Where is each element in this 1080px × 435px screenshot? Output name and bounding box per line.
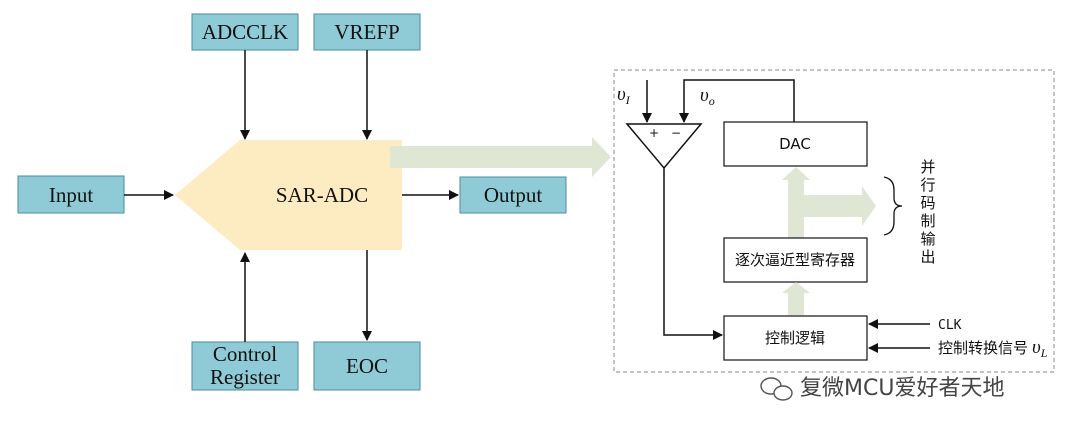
svg-text:制: 制	[920, 212, 935, 230]
svg-text:控制转换信号: 控制转换信号	[938, 339, 1028, 357]
eoc-box: EOC	[313, 341, 421, 391]
svg-text:出: 出	[920, 248, 935, 266]
svg-text:输: 输	[920, 230, 935, 248]
parallel-bus-arrows	[782, 167, 876, 238]
eoc-label: EOC	[346, 354, 388, 378]
watermark: 复微MCU爱好者天地	[760, 376, 1004, 401]
output-box: Output	[459, 176, 567, 214]
svg-text:码: 码	[920, 194, 935, 212]
vrefp-label: VREFP	[334, 20, 399, 44]
vrefp-box: VREFP	[313, 13, 421, 51]
comparator-output-line	[663, 168, 723, 340]
parallel-output-label: 并 行 码 制 输 出	[920, 158, 935, 266]
comparator: + −	[625, 123, 703, 170]
logic-to-register-arrow	[782, 282, 810, 315]
svg-text:并: 并	[920, 158, 935, 176]
watermark-text: 复微MCU爱好者天地	[800, 376, 1004, 401]
control-register-line2: Register	[210, 365, 280, 389]
dac-feedback-line	[679, 79, 795, 123]
output-label: Output	[484, 183, 543, 207]
control-register-line1: Control	[213, 342, 277, 366]
vi-label: υI	[617, 84, 631, 107]
input-label: Input	[49, 183, 93, 207]
sar-register-label: 逐次逼近型寄存器	[735, 251, 855, 269]
svg-text:行: 行	[920, 176, 935, 194]
sar-register-box: 逐次逼近型寄存器	[723, 237, 868, 283]
output-bracket	[883, 176, 903, 236]
adcclk-box: ADCCLK	[191, 13, 299, 51]
dac-box: DAC	[723, 121, 868, 167]
minus-sign: −	[671, 126, 681, 140]
input-box: Input	[17, 175, 125, 214]
plus-sign: +	[649, 126, 659, 140]
adcclk-label: ADCCLK	[202, 20, 288, 44]
detail-frame	[613, 69, 1055, 373]
vo-label: υo	[700, 85, 715, 108]
svg-text:υL: υL	[1032, 337, 1048, 360]
sar-adc-core: SAR-ADC	[175, 140, 402, 250]
dac-label: DAC	[779, 135, 811, 153]
wechat-icon	[760, 377, 793, 401]
svg-text:υo: υo	[700, 85, 715, 108]
svg-text:υI: υI	[617, 84, 631, 107]
convert-signal-label: 控制转换信号 υL	[938, 337, 1048, 360]
control-logic-box: 控制逻辑	[723, 315, 868, 361]
expand-arrow	[390, 137, 611, 177]
clk-label: CLK	[938, 318, 962, 333]
sar-adc-label: SAR-ADC	[276, 183, 368, 207]
control-logic-label: 控制逻辑	[765, 329, 825, 347]
control-register-box: Control Register	[191, 341, 299, 391]
